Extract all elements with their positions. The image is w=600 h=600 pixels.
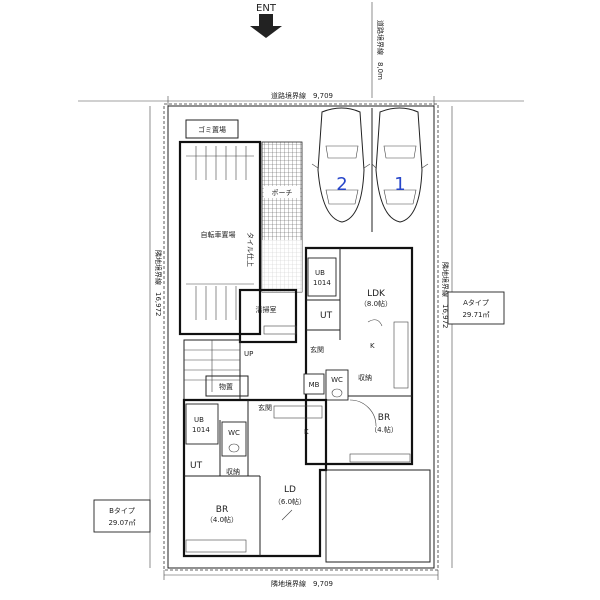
unit-b-entry-label: 玄関 xyxy=(258,403,272,412)
unit-a-ub-size: 1014 xyxy=(313,279,331,287)
unit-a-area: 29.71㎡ xyxy=(462,311,489,319)
unit-b-closet-label: 収納 xyxy=(226,467,240,476)
unit-b-outline xyxy=(182,398,328,558)
car-icon xyxy=(311,107,371,223)
parking-spot-number: 2 xyxy=(336,174,347,195)
unit-b-type-box xyxy=(93,499,151,533)
unit-b-br-size: （4.0帖） xyxy=(206,515,238,524)
bicycle-label: 自転車置場 xyxy=(201,230,236,239)
trash-label: ゴミ置場 xyxy=(198,125,226,134)
left-dimension: 隣地境界線 16,972 xyxy=(154,250,163,317)
cleaning-room xyxy=(238,288,298,344)
tile-label: タイル仕上 xyxy=(246,232,255,267)
entrance-label: ENT xyxy=(256,3,277,14)
toilet-icon xyxy=(228,443,240,453)
unit-a-type: Aタイプ xyxy=(463,298,489,307)
unit-b-wc-label: WC xyxy=(228,429,240,437)
unit-a-mb xyxy=(303,373,325,395)
right-top-dimension: 道路境界線 8,0m xyxy=(376,20,385,80)
yard-area xyxy=(325,469,431,563)
unit-a-ut-label: UT xyxy=(320,311,333,321)
unit-b-type: Bタイプ xyxy=(109,506,135,515)
unit-a-k-label: K xyxy=(370,342,375,350)
unit-b-k-label: K xyxy=(304,428,309,436)
site-boundary xyxy=(167,105,435,569)
toilet-icon xyxy=(331,388,343,398)
unit-a-ldk-size: （8.0帖） xyxy=(360,299,392,308)
entrance-arrow-icon xyxy=(250,14,282,38)
bottom-dimension: 隣地境界線 9,709 xyxy=(271,579,333,588)
unit-b-area: 29.07㎡ xyxy=(108,519,135,527)
storage-room xyxy=(205,375,249,397)
unit-b-br-label: BR xyxy=(216,505,228,515)
unit-a-ub-label: UB xyxy=(315,269,325,277)
unit-a-wc-label: WC xyxy=(331,376,343,384)
stairs xyxy=(183,339,241,401)
parking-area: 2 1 xyxy=(311,107,429,232)
storage-label: 物置 xyxy=(219,382,233,391)
cleaning-label: 清掃室 xyxy=(256,305,277,314)
up-label: UP xyxy=(244,350,253,358)
unit-a-bath xyxy=(307,257,337,297)
unit-a-br-size: （4.帖） xyxy=(370,425,398,434)
unit-b-ub-size: 1014 xyxy=(192,426,210,434)
unit-b-bath xyxy=(185,403,219,445)
unit-b-kitchen-counter xyxy=(273,405,323,419)
unit-a-wc xyxy=(325,369,349,401)
unit-a-closet-label: 収納 xyxy=(358,373,372,382)
car-icon xyxy=(371,107,429,223)
unit-a-entry-label: 玄関 xyxy=(310,345,324,354)
unit-a-ldk-label: LDK xyxy=(367,289,386,299)
unit-a-mb-label: MB xyxy=(309,381,320,389)
unit-a-kitchen-counter xyxy=(393,321,409,389)
unit-b-ld-size: （6.0帖） xyxy=(274,497,306,506)
unit-b-ld-label: LD xyxy=(284,485,296,495)
unit-b-ub-label: UB xyxy=(194,416,204,424)
unit-a-br-label: BR xyxy=(378,413,390,423)
porch-label: ポーチ xyxy=(272,189,293,197)
top-dimension: 道路境界線 9,709 xyxy=(271,91,333,100)
unit-b-ut-label: UT xyxy=(190,461,203,471)
right-dimension: 隣地境界線 16,972 xyxy=(441,262,450,329)
door-swing xyxy=(349,399,377,427)
unit-b-wc xyxy=(221,421,247,457)
parking-spot-number: 1 xyxy=(394,174,405,195)
trash-area xyxy=(185,119,239,139)
bicycle-parking xyxy=(178,140,262,336)
unit-a-type-box xyxy=(447,291,505,325)
